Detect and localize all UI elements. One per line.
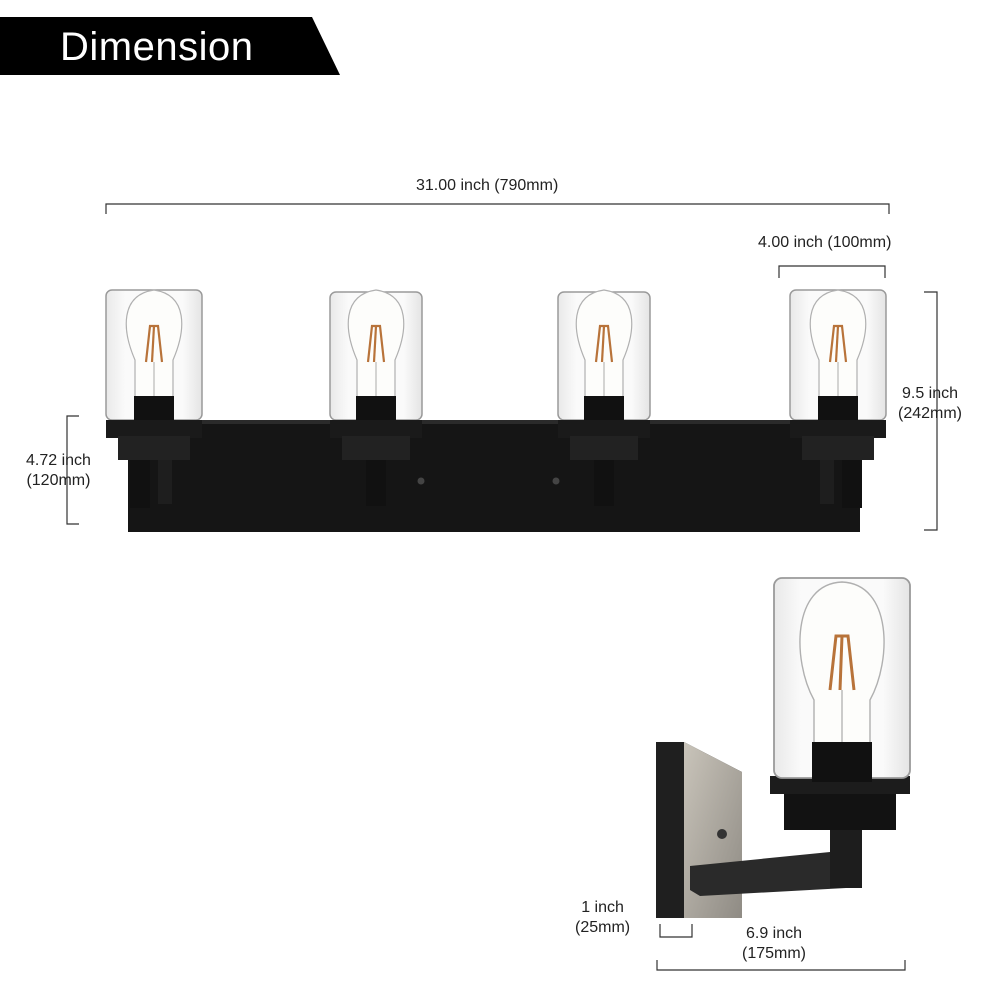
side-mounting-screw	[717, 829, 727, 839]
backplate	[128, 420, 860, 532]
extension-inch: 6.9 inch	[745, 925, 803, 942]
lamp-4	[789, 289, 887, 508]
extension-mm: (175mm)	[742, 945, 807, 962]
fixture-height-label: 9.5 inch (242mm)	[898, 384, 962, 424]
backplate-height-inch: 4.72 inch	[26, 452, 91, 469]
fixture-height-mm: (242mm)	[898, 405, 963, 422]
lamp-3	[557, 289, 651, 506]
backplate-height-label: 4.72 inch (120mm)	[26, 451, 91, 491]
dimension-lines	[66, 203, 938, 971]
title-banner: Dimension	[0, 17, 340, 75]
mounting-screw-right	[552, 477, 560, 485]
plate-depth-mm: (25mm)	[575, 919, 631, 936]
fixture-height-inch: 9.5 inch	[901, 385, 959, 402]
total-width-label: 31.00 inch (790mm)	[416, 177, 559, 194]
backplate-height-mm: (120mm)	[26, 472, 91, 489]
lamp-2	[329, 289, 423, 506]
banner-shape	[0, 17, 340, 75]
mounting-screw-left	[417, 477, 425, 485]
side-arm	[690, 848, 862, 896]
plate-depth-inch: 1 inch	[581, 899, 624, 916]
shade-width-label: 4.00 inch (100mm)	[758, 234, 892, 251]
page-title: Dimension	[60, 25, 254, 69]
extension-label: 6.9 inch (175mm)	[742, 924, 806, 964]
lamp-1	[105, 289, 203, 508]
side-view	[656, 577, 911, 918]
plate-depth-label: 1 inch (25mm)	[575, 898, 630, 938]
